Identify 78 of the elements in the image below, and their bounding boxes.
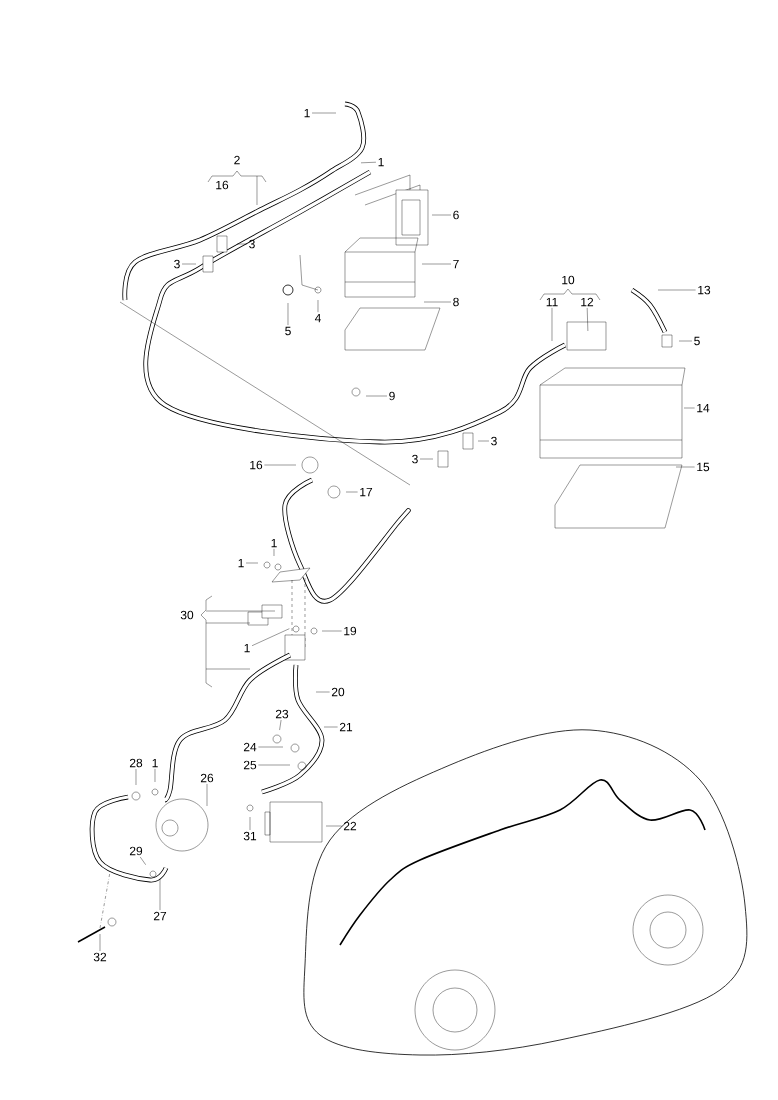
leader-line (135, 768, 137, 786)
callout-number: 27 (153, 911, 167, 921)
callout-number: 1 (238, 558, 244, 568)
callout-number: 1 (304, 108, 310, 118)
leader-line (311, 112, 337, 114)
leader-line (287, 302, 289, 326)
leader-line (249, 816, 251, 831)
callout-number: 16 (250, 460, 263, 470)
callout-number: 14 (697, 403, 710, 413)
callout-number: 13 (698, 285, 711, 295)
callout-number: 25 (243, 760, 257, 770)
callout-number: 1 (378, 157, 384, 167)
leader-line (251, 628, 290, 646)
leader-line (323, 726, 338, 728)
leader-line (586, 307, 589, 332)
callout-number: 3 (491, 436, 497, 446)
leader-line (365, 395, 388, 397)
callout-number: 30 (180, 610, 194, 620)
callout-number: 6 (453, 210, 459, 220)
callout-number: 3 (174, 259, 180, 269)
callout-number: 29 (129, 846, 143, 856)
leader-line (154, 768, 156, 783)
leader-line (206, 783, 208, 807)
callout-number: 8 (453, 297, 459, 307)
leader-line (321, 630, 342, 632)
callout-number: 24 (243, 742, 257, 752)
callout-number: 12 (581, 297, 594, 307)
leader-line (423, 301, 452, 303)
callout-number: 15 (697, 462, 710, 472)
callout-number: 26 (200, 773, 214, 783)
callout-number: 32 (93, 952, 107, 962)
leader-line (279, 719, 282, 731)
callout-number: 16 (216, 180, 229, 190)
leader-line (159, 878, 161, 911)
leader-line (258, 764, 291, 766)
callout-number: 17 (360, 487, 373, 497)
leader-line (325, 825, 342, 827)
callout-number: 9 (389, 391, 395, 401)
leader-line (360, 162, 377, 164)
callout-number: 1 (244, 643, 250, 653)
leader-line (315, 691, 330, 693)
callout-number: 7 (453, 259, 459, 269)
callout-number: 4 (314, 313, 321, 323)
callout-number: 21 (339, 722, 353, 732)
leader-line (345, 491, 358, 493)
callout-number: 3 (412, 454, 418, 464)
callout-number: 1 (152, 758, 158, 768)
leader-line (678, 340, 693, 342)
leader-line (477, 440, 490, 442)
callout-number: 3 (249, 239, 255, 249)
leader-line (245, 562, 259, 564)
callout-number: 22 (343, 821, 357, 831)
callout-number: 23 (275, 709, 289, 719)
leader-line (181, 263, 197, 265)
leader-line (675, 466, 695, 468)
leader-line (258, 746, 284, 748)
leader-line (273, 548, 275, 557)
leader-line (236, 243, 248, 245)
callout-number: 5 (285, 326, 291, 336)
leader-line (264, 464, 297, 466)
callout-number: 5 (694, 336, 700, 346)
callout-number: 20 (331, 687, 345, 697)
leader-line (421, 263, 452, 265)
callout-number: 11 (546, 297, 558, 307)
leader-line (317, 299, 319, 313)
callout-number: 31 (243, 831, 257, 841)
leader-line (431, 214, 452, 216)
callout-number: 19 (344, 626, 357, 636)
callout-number: 1 (271, 538, 277, 548)
callout-number: 10 (562, 275, 575, 285)
leader-line (551, 307, 553, 342)
leader-line (657, 289, 696, 291)
leader-line (419, 458, 434, 460)
leader-line (140, 856, 146, 865)
leader-line (683, 407, 695, 409)
callout-number: 2 (234, 155, 240, 165)
leader-line (99, 933, 101, 952)
callout-number: 28 (129, 758, 143, 768)
